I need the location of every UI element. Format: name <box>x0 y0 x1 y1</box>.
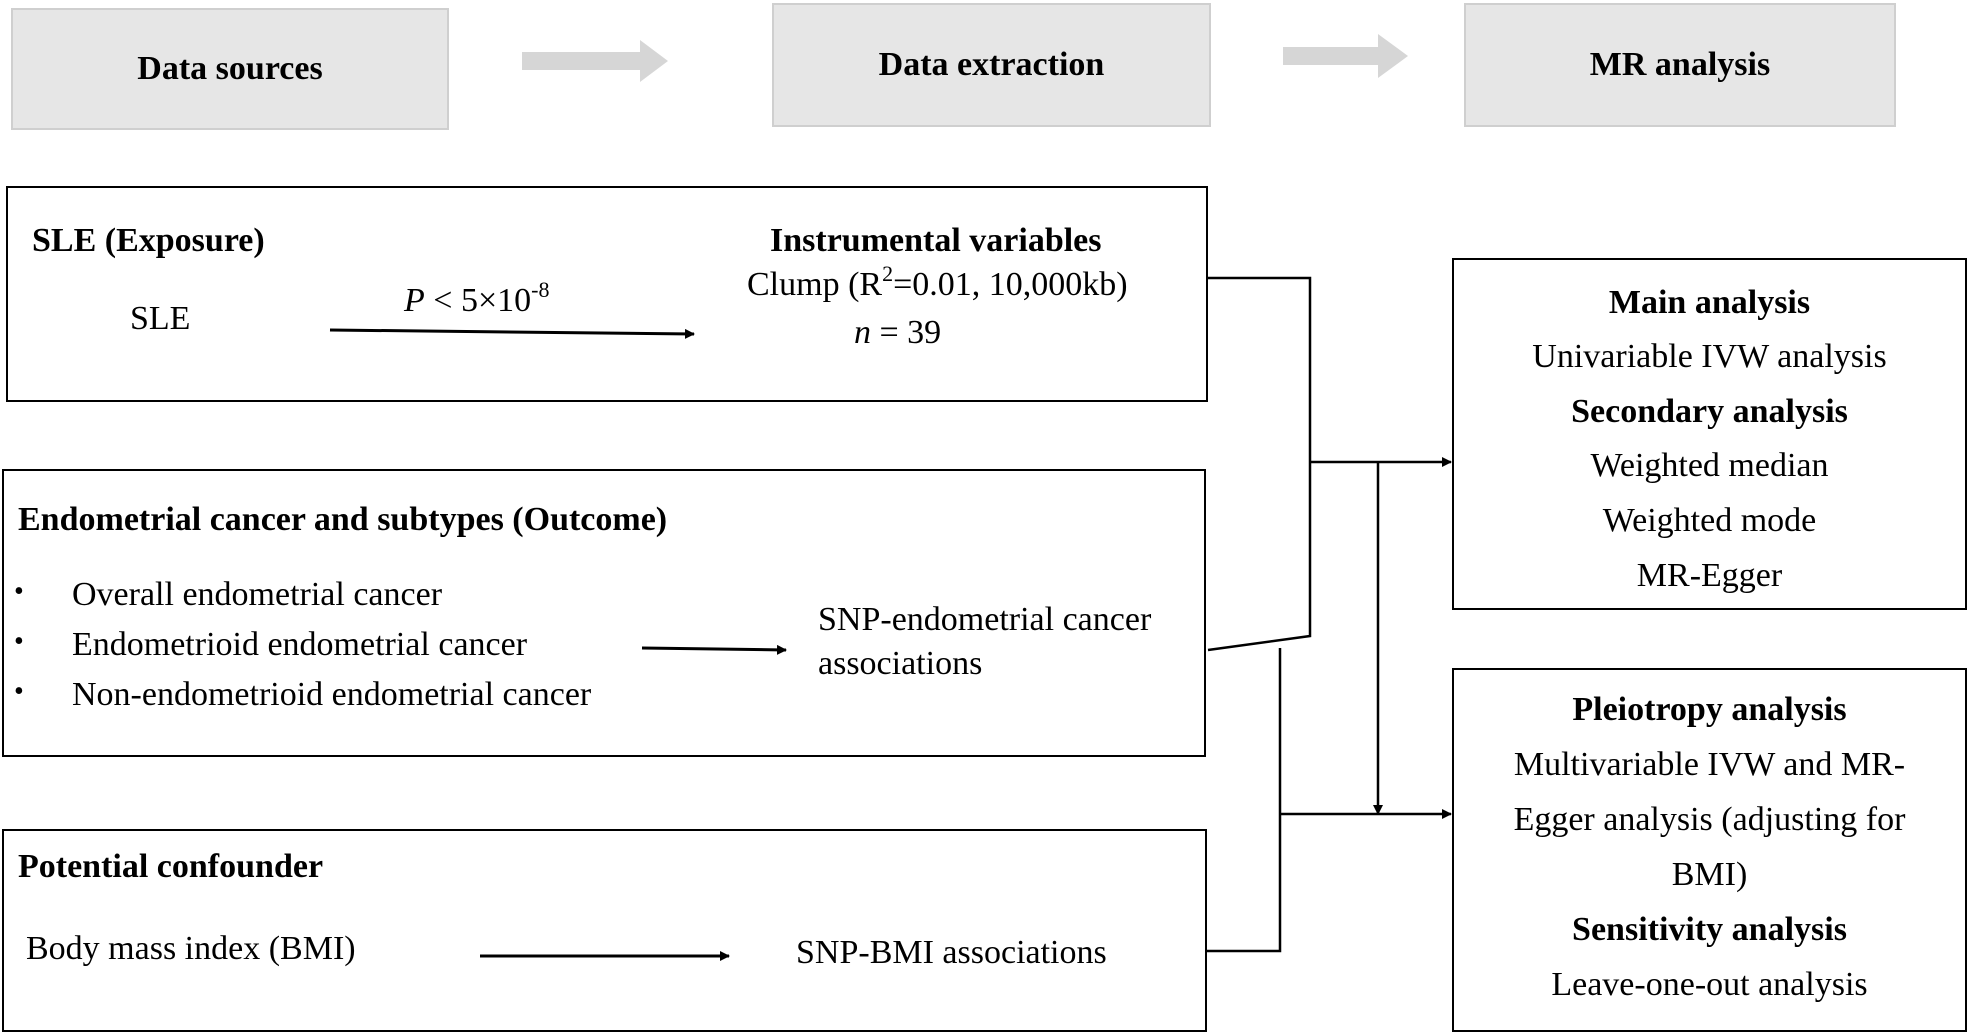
pleio-line-5: Sensitivity analysis <box>1572 911 1847 948</box>
outcome-bullet-3: • <box>14 676 24 707</box>
pleio-line-3: Egger analysis (adjusting for <box>1513 801 1906 838</box>
confounder-connector <box>1207 648 1282 953</box>
exposure-connector <box>1207 276 1312 652</box>
main-line-1: Main analysis <box>1608 284 1811 321</box>
outcome-item-1: Overall endometrial cancer <box>72 576 443 613</box>
header-data-extraction: Data extraction <box>772 3 1211 127</box>
exposure-source: SLE <box>130 300 191 337</box>
header-arrow-2 <box>1283 34 1408 78</box>
outcome-box <box>2 469 1206 757</box>
main-line-2: Univariable IVW analysis <box>1532 338 1887 375</box>
header-data-sources: Data sources <box>11 8 449 130</box>
header-mr-analysis-label: MR analysis <box>1589 46 1771 83</box>
pleio-line-2: Multivariable IVW and MR- <box>1513 746 1906 783</box>
exposure-arrow <box>329 328 695 339</box>
outcome-bullet-1: • <box>14 576 24 607</box>
main-line-5: Weighted mode <box>1602 502 1817 539</box>
clump-sup: 2 <box>882 261 894 286</box>
confounder-assoc: SNP-BMI associations <box>796 934 1107 971</box>
clump-pre: Clump (R <box>747 266 883 303</box>
main-line-6: MR-Egger <box>1636 557 1783 594</box>
pleiotropy-box <box>1452 668 1967 1032</box>
outcome-bullet-2: • <box>14 626 24 657</box>
pleio-line-1: Pleiotropy analysis <box>1572 691 1847 728</box>
main-line-4: Weighted median <box>1590 447 1829 484</box>
n-number: = 39 <box>871 314 942 351</box>
threshold-label: P < 5×10-8 <box>404 279 549 319</box>
pleio-line-6: Leave-one-out analysis <box>1551 966 1868 1003</box>
clump-post: =0.01, 10,000kb) <box>893 266 1128 303</box>
n-label: n <box>854 314 871 351</box>
outcome-assoc-line2: associations <box>818 645 983 682</box>
outcome-assoc-line1: SNP-endometrial cancer <box>818 601 1152 638</box>
pleio-line-4: BMI) <box>1671 856 1748 893</box>
main-analysis-box <box>1452 258 1967 610</box>
header-data-extraction-label: Data extraction <box>878 46 1105 83</box>
exposure-box <box>6 186 1208 402</box>
n-value: n = 39 <box>854 316 941 350</box>
iv-title: Instrumental variables <box>770 222 1102 259</box>
confounder-source: Body mass index (BMI) <box>26 930 356 967</box>
outcome-arrow <box>641 644 787 655</box>
header-data-sources-label: Data sources <box>137 50 323 87</box>
outcome-title: Endometrial cancer and subtypes (Outcome… <box>18 501 668 538</box>
clump-text: Clump (R2=0.01, 10,000kb) <box>747 263 1128 303</box>
exposure-title: SLE (Exposure) <box>32 222 265 259</box>
main-line-3: Secondary analysis <box>1571 393 1848 430</box>
outcome-item-2: Endometrioid endometrial cancer <box>72 626 528 663</box>
threshold-rest: < 5×10 <box>424 282 532 319</box>
header-mr-analysis: MR analysis <box>1464 3 1896 127</box>
confounder-title: Potential confounder <box>18 848 324 885</box>
threshold-p: P <box>404 282 425 319</box>
header-arrow-1 <box>522 40 668 82</box>
outcome-item-3: Non-endometrioid endometrial cancer <box>72 676 592 713</box>
confounder-box <box>2 829 1207 1032</box>
threshold-exp: -8 <box>531 277 550 302</box>
